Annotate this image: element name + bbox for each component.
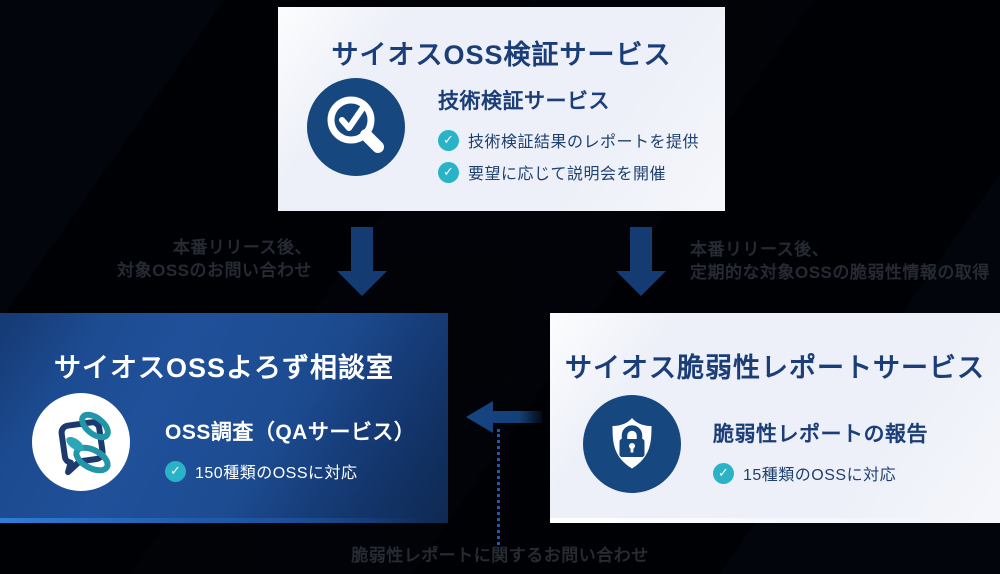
- arrow-down-left-icon: [337, 227, 387, 301]
- right-card-vulnerability-report: サイオス脆弱性レポートサービス 脆弱性レポートの報告 ✓ 15種類のOSSに対応: [550, 313, 1000, 523]
- bullet-text: 150種類のOSSに対応: [195, 465, 358, 482]
- card-bottom-glow: [0, 518, 448, 523]
- chat-bubble-links-icon: [32, 393, 130, 491]
- arrow-down-right-icon: [616, 227, 666, 301]
- check-icon: ✓: [713, 462, 734, 484]
- label-line: 対象OSSのお問い合わせ: [117, 261, 312, 280]
- card-heading: 脆弱性レポートの報告: [713, 423, 928, 446]
- label-bottom-connector: 脆弱性レポートに関するお問い合わせ: [351, 546, 649, 565]
- bullet-item: ✓ 技術検証結果のレポートを提供: [438, 128, 699, 152]
- label-line: 定期的な対象OSSの脆弱性情報の取得: [690, 263, 990, 282]
- check-icon: ✓: [165, 460, 186, 482]
- dotted-connector: [497, 429, 500, 545]
- bullet-text: 15種類のOSSに対応: [743, 467, 897, 484]
- label-line: 本番リリース後、: [690, 240, 830, 259]
- left-card-oss-consulting: サイオスOSSよろず相談室 OSS調査（QAサービス） ✓ 150種類のOSSに…: [0, 313, 448, 523]
- shield-lock-icon: [583, 395, 681, 493]
- card-heading: OSS調査（QAサービス）: [165, 421, 416, 444]
- top-card-oss-verification: サイオスOSS検証サービス 技術検証サービス ✓ 技術検証結果のレポートを提供 …: [278, 7, 725, 211]
- card-bottom-glow: [550, 518, 1000, 523]
- magnifier-check-icon: [307, 78, 405, 176]
- bullet-item: ✓ 要望に応じて説明会を開催: [438, 160, 699, 184]
- card-title: サイオスOSS検証サービス: [331, 40, 672, 70]
- arrow-left-icon: [466, 401, 542, 438]
- card-content: 脆弱性レポートの報告 ✓ 15種類のOSSに対応: [713, 418, 928, 485]
- label-right-connector: 本番リリース後、 定期的な対象OSSの脆弱性情報の取得: [690, 238, 990, 284]
- bullet-item: ✓ 15種類のOSSに対応: [713, 461, 928, 485]
- card-title: サイオス脆弱性レポートサービス: [565, 353, 985, 383]
- label-left-connector: 本番リリース後、 対象OSSのお問い合わせ: [80, 236, 312, 282]
- label-line: 本番リリース後、: [172, 238, 312, 257]
- card-content: OSS調査（QAサービス） ✓ 150種類のOSSに対応: [165, 416, 415, 483]
- check-icon: ✓: [438, 129, 459, 151]
- bullet-text: 要望に応じて説明会を開催: [468, 166, 667, 183]
- card-heading: 技術検証サービス: [438, 90, 610, 113]
- bullet-item: ✓ 150種類のOSSに対応: [165, 459, 415, 483]
- check-icon: ✓: [438, 161, 459, 183]
- bullet-text: 技術検証結果のレポートを提供: [468, 134, 700, 151]
- card-content: 技術検証サービス ✓ 技術検証結果のレポートを提供 ✓ 要望に応じて説明会を開催: [438, 85, 699, 184]
- card-title: サイオスOSSよろず相談室: [53, 353, 395, 383]
